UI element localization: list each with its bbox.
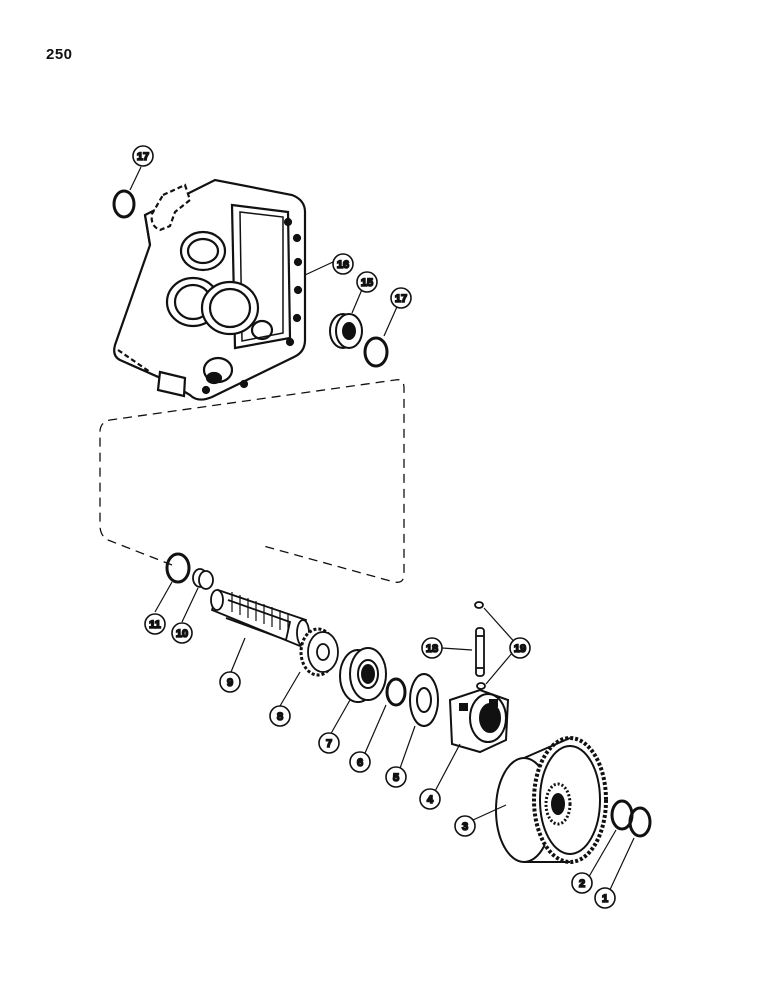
shaft-9	[210, 588, 310, 648]
callout-19: 19	[509, 637, 531, 659]
svg-text:17: 17	[395, 293, 407, 305]
callout-6: 6	[349, 751, 371, 773]
svg-text:1: 1	[602, 893, 608, 905]
svg-text:7: 7	[326, 738, 332, 750]
svg-text:15: 15	[361, 277, 373, 289]
callout-16: 16	[332, 253, 354, 275]
pin-18	[475, 627, 485, 677]
ring-gear-drum-3	[495, 736, 608, 868]
svg-text:18: 18	[426, 643, 438, 655]
phantom-outline	[99, 379, 405, 583]
carrier-4	[448, 688, 510, 754]
snap-ring-17-right	[363, 336, 389, 368]
bearing-7	[339, 647, 387, 703]
svg-text:19: 19	[514, 643, 526, 655]
callout-17-top: 17	[132, 145, 154, 167]
callouts: 17 16 15 17 11 10 9 8 7 6 5 4 3 18 19 2 …	[132, 145, 616, 909]
svg-text:10: 10	[176, 628, 188, 640]
snap-ring-17-top	[112, 189, 136, 219]
o-ring-19-top	[474, 601, 484, 609]
callout-1: 1	[594, 887, 616, 909]
svg-text:3: 3	[462, 821, 468, 833]
bearing-15	[329, 313, 363, 349]
svg-text:16: 16	[337, 259, 349, 271]
callout-17-right: 17	[390, 287, 412, 309]
callout-5: 5	[385, 766, 407, 788]
svg-text:11: 11	[149, 619, 161, 631]
callout-7: 7	[318, 732, 340, 754]
callout-10: 10	[171, 622, 193, 644]
snap-ring-11	[165, 552, 191, 584]
callout-11: 11	[144, 613, 166, 635]
callout-8: 8	[269, 705, 291, 727]
svg-text:9: 9	[227, 677, 233, 689]
callout-3: 3	[454, 815, 476, 837]
callout-2: 2	[571, 872, 593, 894]
o-ring-19-bottom	[476, 682, 486, 690]
thrust-washer-5	[409, 673, 439, 727]
svg-text:8: 8	[277, 711, 283, 723]
svg-text:17: 17	[137, 151, 149, 163]
snap-ring-1	[628, 806, 652, 838]
snap-ring-6	[385, 677, 407, 707]
svg-text:5: 5	[393, 772, 399, 784]
svg-text:4: 4	[427, 794, 434, 806]
svg-text:6: 6	[357, 757, 363, 769]
callout-4: 4	[419, 788, 441, 810]
callout-15: 15	[356, 271, 378, 293]
gear-8	[299, 627, 339, 677]
bushing-10	[192, 568, 214, 590]
callout-9: 9	[219, 671, 241, 693]
svg-text:2: 2	[579, 878, 585, 890]
callout-18: 18	[421, 637, 443, 659]
housing	[113, 178, 307, 401]
page-number: 250	[46, 46, 73, 63]
